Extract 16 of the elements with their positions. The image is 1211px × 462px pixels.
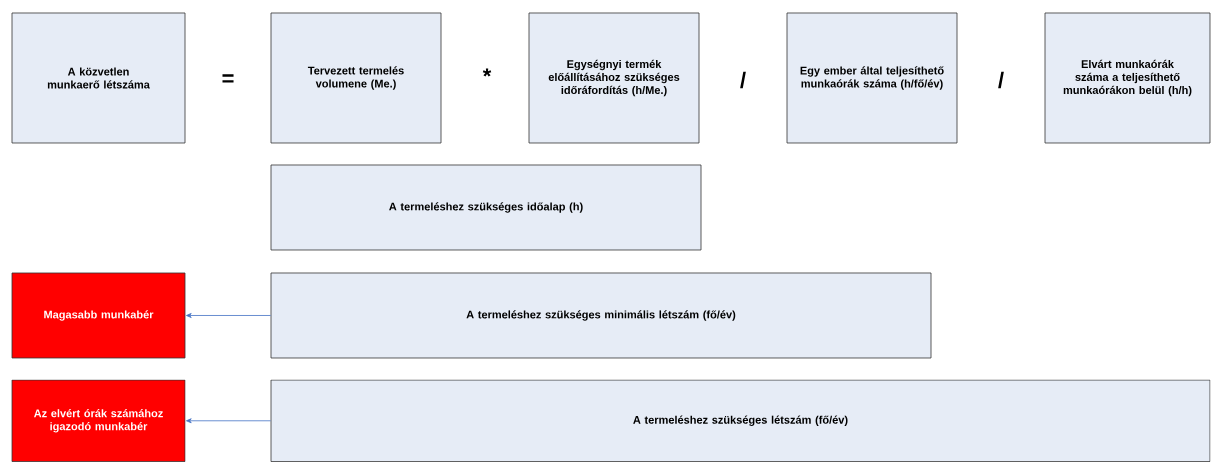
operator-sign: * — [482, 68, 492, 77]
process-box: A közvetlen munkaerő létszáma — [11, 12, 186, 144]
highlight-box: Az elvért órák számához igazodó munkabér — [11, 379, 186, 462]
process-box: A termeléshez szükséges létszám (fő/év) — [270, 379, 1211, 462]
process-box: Elvárt munkaórák száma a teljesíthető munkaórákon belül (h/h) — [1044, 12, 1211, 144]
process-box: A termeléshez szükséges minimális létszám (fő/év) — [270, 272, 932, 359]
arrow — [186, 418, 271, 424]
process-box: A termeléshez szükséges időalap (h) — [270, 164, 702, 251]
process-box: Tervezett termelés volumene (Me.) — [270, 12, 442, 144]
highlight-box: Magasabb munkabér — [11, 272, 186, 359]
process-box: Egységnyi termék előállításához szükséges időráfordítás (h/Me.) — [528, 12, 700, 144]
operator-sign: / — [740, 71, 746, 89]
arrow — [186, 313, 271, 318]
process-box: Egy ember által teljesíthető munkaórák száma (h/fő/év) — [786, 12, 958, 144]
operator-sign: / — [998, 71, 1004, 89]
operator-sign: = — [222, 74, 234, 83]
